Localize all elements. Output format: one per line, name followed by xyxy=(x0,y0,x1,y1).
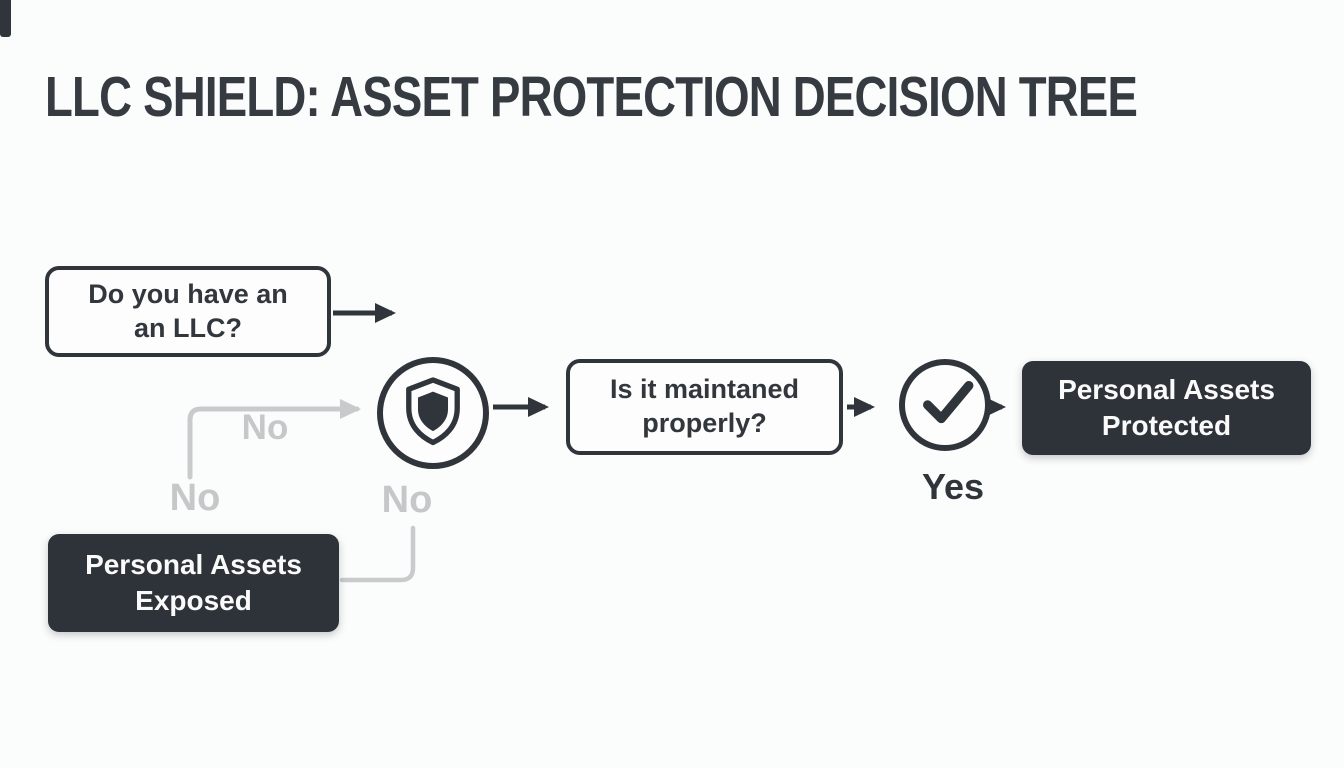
node-outcome-protected: Personal Assets Protected xyxy=(1022,361,1311,455)
edge-label-no-to-shield: No xyxy=(241,408,289,447)
node-question-maintained-label: Is it maintaned properly? xyxy=(609,374,800,438)
edge-label-no-below-shield: No xyxy=(381,479,433,521)
node-outcome-protected-label: Personal Assets Protected xyxy=(1058,374,1275,441)
node-question-have-llc: Do you have an an LLC? xyxy=(45,266,331,357)
node-question-have-llc-label: Do you have an an LLC? xyxy=(88,278,288,343)
node-shield-checkpoint xyxy=(377,357,489,469)
edge-label-no-below-question: No xyxy=(169,477,221,519)
corner-mark xyxy=(0,0,11,37)
node-question-maintained: Is it maintaned properly? xyxy=(566,359,843,455)
shield-icon xyxy=(402,376,464,451)
page-title: LLC SHIELD: ASSET PROTECTION DECISION TR… xyxy=(45,65,1138,129)
edge-label-yes: Yes xyxy=(921,466,985,507)
node-outcome-exposed-label: Personal Assets Exposed xyxy=(85,549,302,616)
node-outcome-exposed: Personal Assets Exposed xyxy=(48,534,339,632)
node-check-checkpoint xyxy=(899,359,991,451)
check-icon xyxy=(912,370,978,441)
connector-no-to-exposed xyxy=(339,525,416,583)
